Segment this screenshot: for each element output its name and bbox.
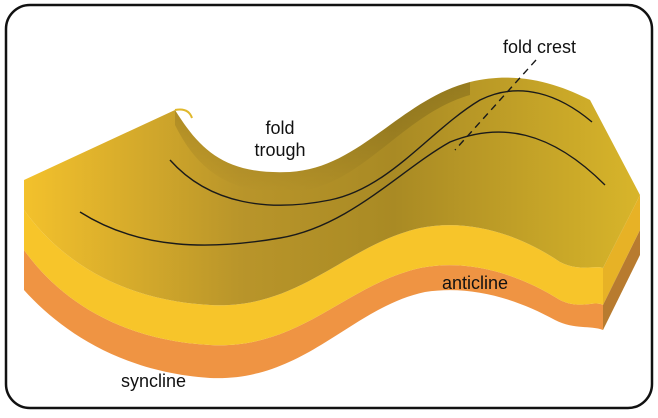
fold-line-upper: [169, 90, 593, 206]
right-side-yellow: [603, 195, 640, 305]
top-surface: [24, 77, 640, 306]
anticline-label: anticline: [442, 273, 509, 293]
fold-trough-label-line1: fold: [265, 118, 295, 138]
fold-crest-axis: [454, 59, 537, 151]
fold-trough-label: fold trough: [248, 117, 312, 161]
fold-line-lower: [79, 131, 606, 246]
fold-crest-label: fold crest: [503, 37, 577, 57]
right-side-orange: [603, 230, 640, 330]
orange-layer: [24, 250, 603, 379]
yellow-layer: [24, 210, 603, 346]
trough-rim: [174, 108, 193, 119]
top-surface-shade: [175, 82, 470, 193]
syncline-label: syncline: [121, 371, 187, 391]
fold-trough-label-line2: trough: [254, 140, 306, 160]
